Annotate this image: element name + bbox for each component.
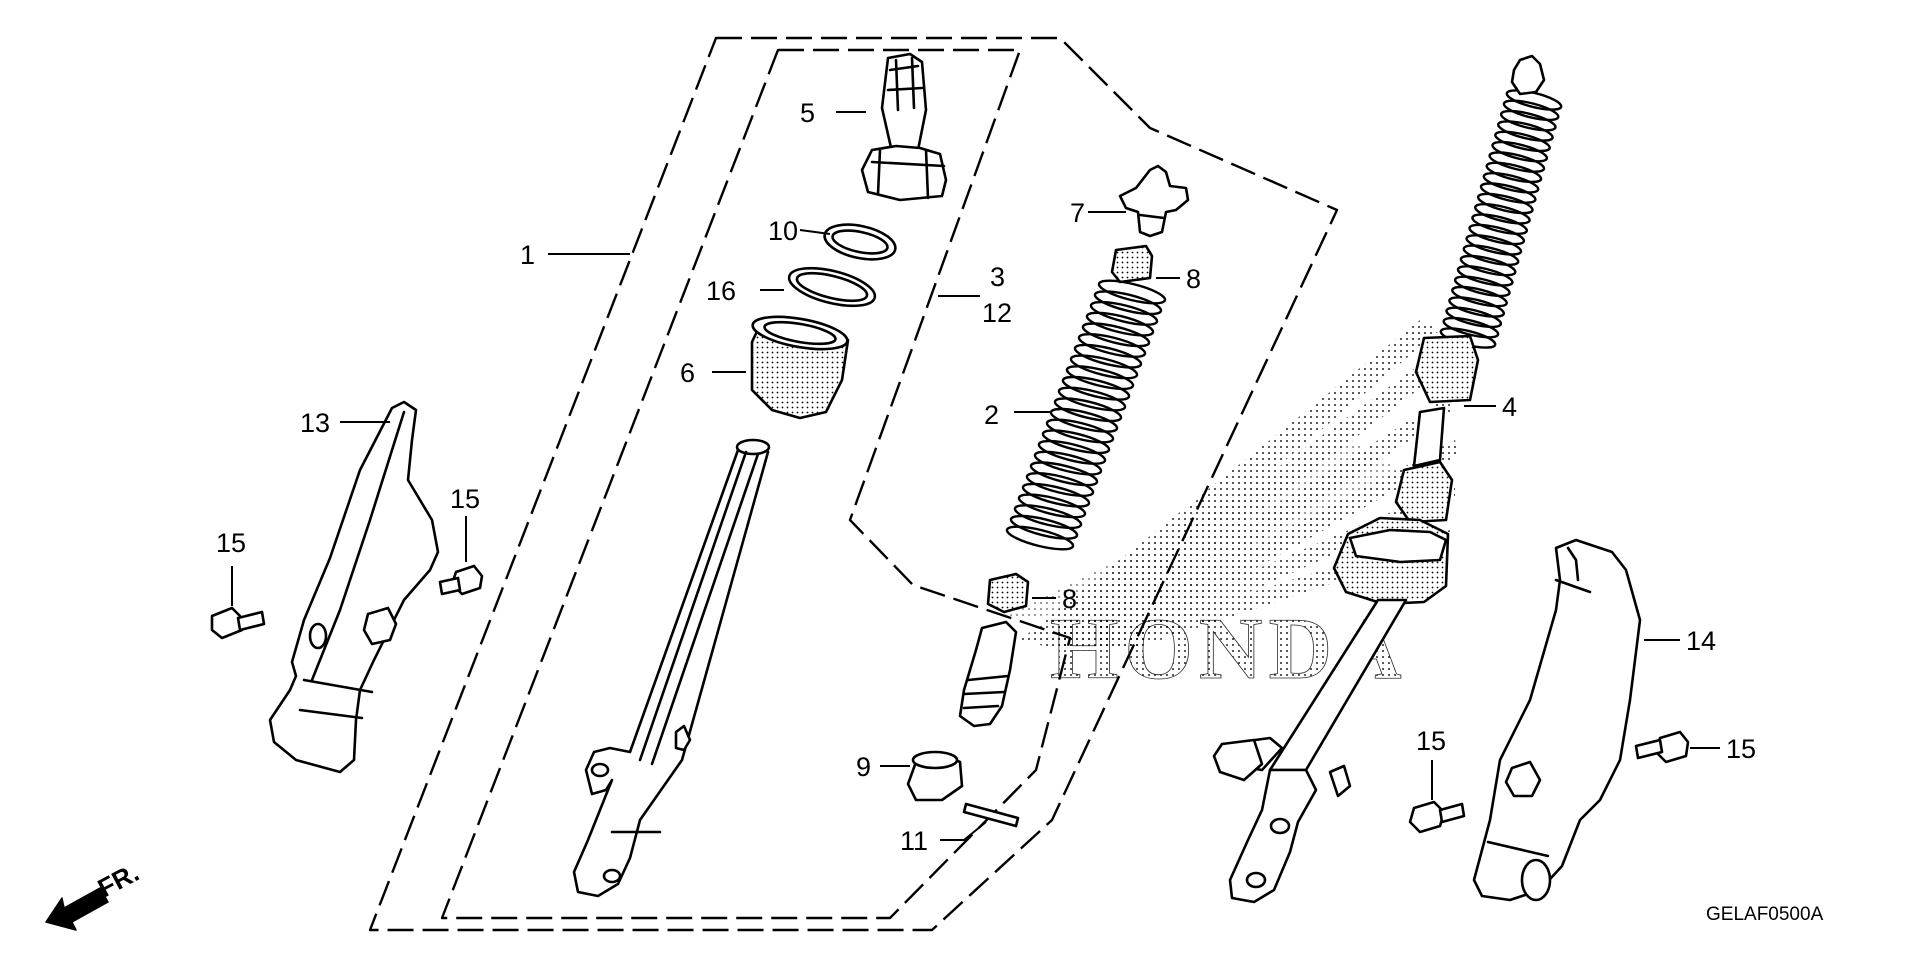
part-16-ring (787, 266, 877, 308)
part-15-bolt-right-lower (1408, 800, 1466, 834)
assembly-1-boundary (368, 36, 1339, 932)
callout-15-mid: 15 (450, 484, 480, 514)
part-8-lower-bush (986, 572, 1030, 614)
callout-1: 1 (520, 240, 535, 270)
callout-14: 14 (1686, 626, 1716, 656)
callout-4: 4 (1502, 392, 1517, 422)
callout-8-lower: 8 (1062, 584, 1077, 614)
callout-5: 5 (800, 98, 815, 128)
part-15-bolt-left (210, 606, 266, 640)
part-2-fork-spring (1005, 279, 1167, 551)
part-7-damper-rod-top (1118, 164, 1190, 238)
assembly-3-boundary (440, 48, 1072, 920)
part-1-fork-pipe (572, 438, 771, 898)
direction-arrow-icon (45, 887, 109, 931)
part-damper-rod-lower (958, 620, 1018, 728)
callout-7: 7 (1070, 198, 1085, 228)
callout-2: 2 (984, 400, 999, 430)
callout-16: 16 (706, 276, 736, 306)
callout-15-right: 15 (1726, 734, 1756, 764)
diagram-code: GELAF0500A (1706, 904, 1824, 925)
part-9-nut (906, 750, 964, 802)
callout-10: 10 (768, 216, 798, 246)
callout-3: 3 (990, 262, 1005, 292)
front-direction-indicator: FR. (45, 857, 144, 931)
part-5-fork-cap (860, 52, 948, 202)
part-11-pin (962, 802, 1020, 828)
part-10-washer (823, 223, 897, 261)
callout-labels: 1 2 3 12 4 5 6 7 8 8 9 10 11 13 14 15 15… (216, 98, 1756, 856)
callout-11: 11 (900, 826, 928, 856)
part-8-upper-bush (1110, 244, 1154, 284)
callout-12: 12 (982, 298, 1012, 328)
callout-15-left: 15 (216, 528, 246, 558)
part-13-left-fork-cover (268, 400, 440, 774)
part-14-right-fork-cover (1472, 538, 1642, 902)
part-15-bolt-right (1634, 730, 1690, 764)
callout-13: 13 (300, 408, 330, 438)
part-4-fork-assembly (1212, 54, 1563, 904)
callout-15-right-lower: 15 (1416, 726, 1446, 756)
callout-6: 6 (680, 358, 695, 388)
leader-lines (231, 111, 1720, 841)
part-15-bolt-mid (438, 564, 484, 596)
callout-8-upper: 8 (1186, 264, 1201, 294)
callout-9: 9 (856, 752, 871, 782)
part-6-oil-seal (750, 315, 850, 420)
